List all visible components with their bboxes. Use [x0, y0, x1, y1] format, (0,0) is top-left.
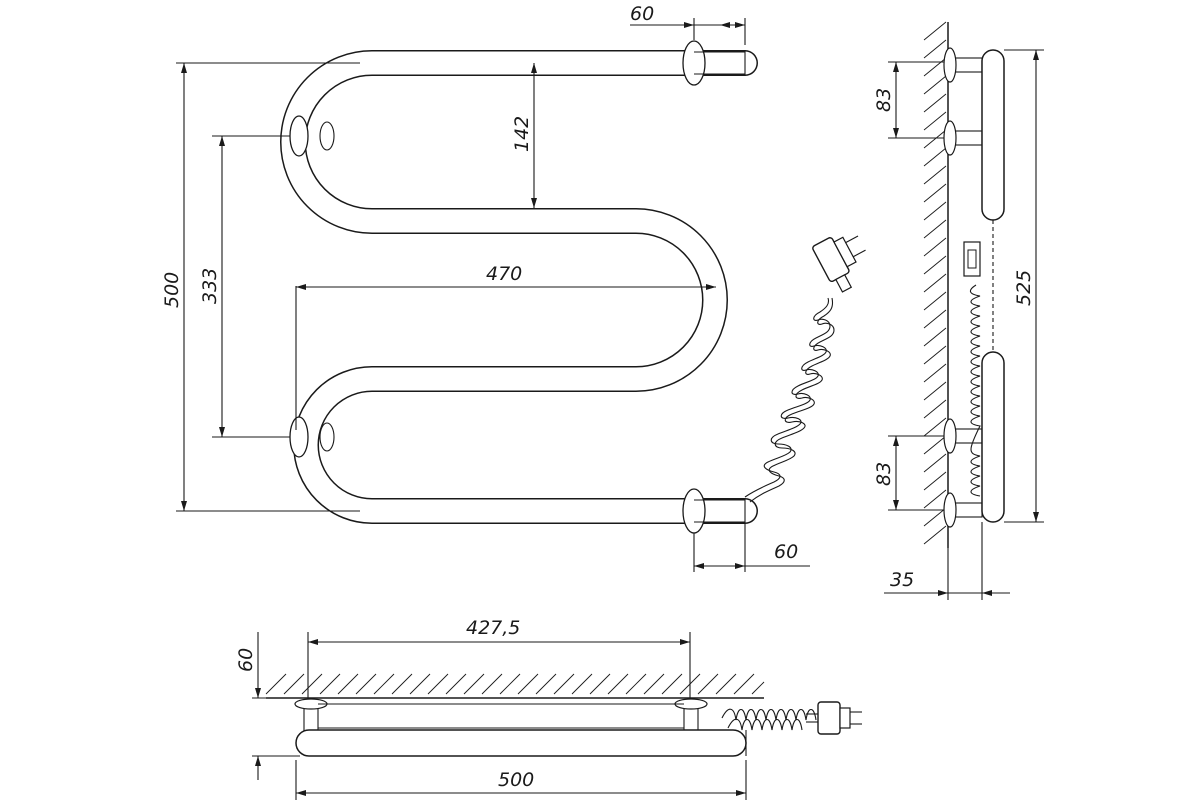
bottom-wall-hatching	[265, 673, 765, 695]
side-view: 83 83 525 35	[873, 21, 1044, 600]
dim-side-top-gap: 83	[873, 88, 895, 112]
dim-bend-pitch: 142	[511, 116, 533, 152]
bottom-pipe	[295, 729, 747, 757]
dim-width: 470	[486, 263, 522, 285]
dim-side-wall-distance: 35	[890, 569, 914, 591]
wall-hatching	[923, 21, 947, 545]
bottom-plug-icon	[806, 701, 862, 735]
coiled-cord-icon	[744, 297, 835, 503]
front-view: 60 500 333 142 470 60	[161, 3, 866, 572]
side-bracket-4	[943, 492, 983, 528]
dim-bottom-depth: 60	[235, 648, 257, 672]
bottom-view: 427,5 60 500	[235, 617, 862, 800]
dim-bottom-mount-spacing: 427,5	[466, 617, 520, 639]
side-bracket-3	[943, 418, 983, 454]
mount-flange-lower-left	[289, 416, 335, 458]
dim-mount-spacing: 333	[199, 268, 221, 304]
mount-flange-bottom-right	[682, 488, 745, 534]
side-bracket-2	[943, 120, 983, 156]
side-pipe-lower	[981, 351, 1005, 523]
side-bracket-1	[943, 47, 983, 83]
dim-side-bottom-gap: 83	[873, 462, 895, 486]
bottom-bracket-left	[294, 698, 328, 735]
dim-height: 500	[161, 272, 183, 308]
dim-bottom-width: 500	[498, 769, 534, 791]
side-pipe-upper	[981, 49, 1005, 221]
mount-flange-upper-left	[289, 115, 335, 157]
mount-flange-top-right	[682, 40, 745, 86]
dim-bottom-offset: 60	[774, 541, 798, 563]
dim-side-height: 525	[1013, 270, 1035, 306]
side-coil	[969, 284, 981, 497]
dim-top-offset: 60	[630, 3, 654, 25]
bottom-coil	[721, 708, 817, 721]
plug-icon	[812, 235, 866, 293]
